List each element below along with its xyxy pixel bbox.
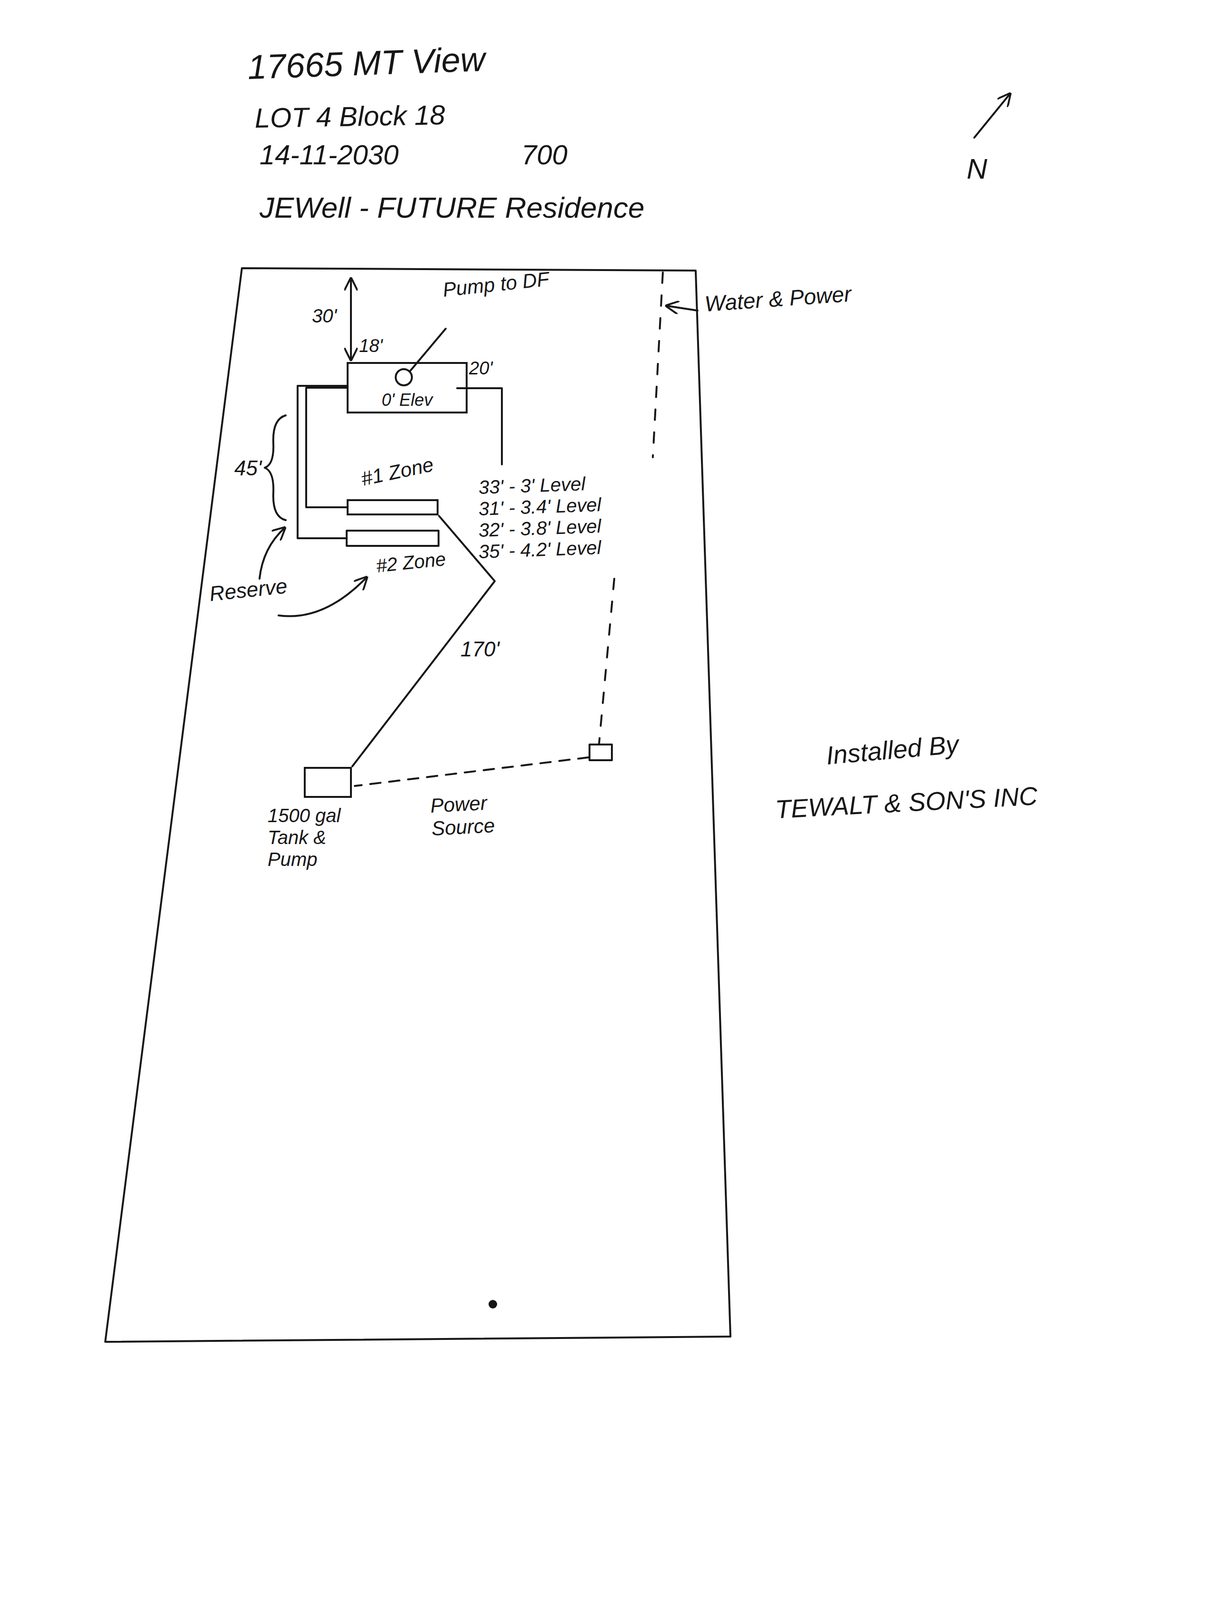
- power-source-box: [589, 744, 612, 760]
- annotation-label: Installed By: [824, 729, 960, 770]
- annotation-label: Pump to DF: [441, 267, 550, 302]
- callout-arrow: [666, 305, 698, 311]
- lot-boundary: [105, 268, 731, 1342]
- north-arrow: [974, 93, 1010, 138]
- annotation-label: 35' - 4.2' Level: [478, 536, 602, 563]
- annotation-label: JEWell - FUTURE Residence: [259, 190, 645, 225]
- callout-arrow: [278, 577, 367, 617]
- annotation-label: 30': [311, 304, 337, 327]
- reserve-trench: [346, 530, 439, 546]
- annotation-label: Power Source: [429, 789, 528, 841]
- power-line: [354, 757, 589, 786]
- node-text: 1500 gal Tank & Pump: [267, 804, 363, 870]
- pipe-line: [457, 388, 502, 465]
- pump-symbol: [395, 369, 412, 386]
- distribution-pipe: [306, 387, 347, 508]
- annotation-label: N: [966, 152, 988, 186]
- annotation-label: 14-11-2030: [259, 139, 399, 171]
- annotation-label: 45': [234, 456, 262, 481]
- water-power-line: [652, 272, 663, 458]
- ink-dot: [488, 1299, 498, 1309]
- reserve-pipe: [297, 385, 347, 539]
- node-text: #1 Zone: [359, 452, 436, 491]
- drainfield-trench: #1 Zone: [346, 499, 439, 516]
- residence-box: 0' Elev: [346, 361, 468, 414]
- annotation-label: 700: [521, 139, 568, 171]
- annotation-label: Reserve: [208, 573, 289, 606]
- leader-line: [410, 328, 446, 371]
- water-power-line: [599, 578, 615, 744]
- callout-arrow: [259, 527, 285, 579]
- distance-label: 170': [457, 637, 503, 662]
- annotation-label: LOT 4 Block 18: [254, 99, 446, 135]
- dimension-bracket: [264, 415, 286, 520]
- setback-dimension: [349, 278, 352, 360]
- septic-tank: 1500 gal Tank & Pump: [303, 766, 352, 798]
- annotation-label: 20': [469, 358, 493, 380]
- annotation-label: Water & Power: [703, 281, 852, 317]
- annotation-label: TEWALT & SON'S INC: [774, 780, 1039, 824]
- title: 17665 MT View: [247, 39, 487, 88]
- node-text: 0' Elev: [348, 363, 466, 410]
- annotation-label: #2 Zone: [375, 547, 448, 577]
- annotation-label: 18': [359, 335, 383, 357]
